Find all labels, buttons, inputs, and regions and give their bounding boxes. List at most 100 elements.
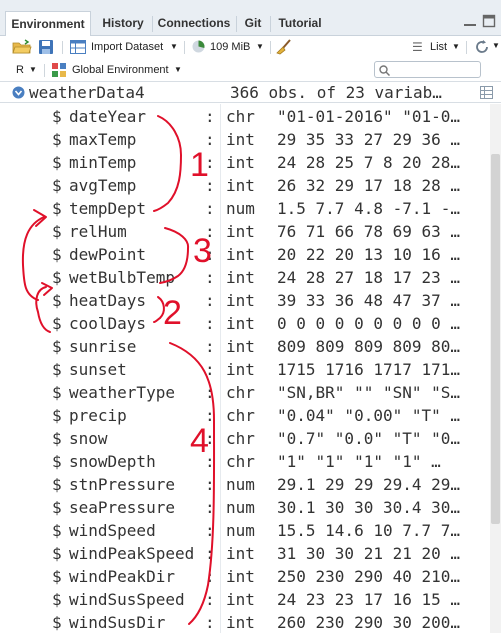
variable-row-weathertype[interactable]: $weatherType:chr"SN,BR" "" "SN" "S… — [0, 381, 490, 404]
collapse-toggle-icon[interactable] — [12, 86, 25, 99]
variable-values: 250 230 290 40 210… — [277, 567, 461, 586]
variable-name: minTemp — [69, 153, 137, 172]
search-icon — [379, 65, 390, 76]
variable-colon: : — [205, 314, 215, 333]
variable-colon: : — [205, 199, 215, 218]
variable-row-snowdepth[interactable]: $snowDepth:chr"1" "1" "1" "1" … — [0, 450, 490, 473]
variable-values: "0.7" "0.0" "T" "0… — [277, 429, 461, 448]
object-row-weatherdata4[interactable]: weatherData4 366 obs. of 23 variab… — [0, 82, 501, 103]
variable-name: precip — [69, 406, 127, 425]
variable-colon: : — [205, 360, 215, 379]
import-dataset-button[interactable]: Import Dataset ▼ — [70, 39, 180, 55]
variable-dollar-sign: $ — [52, 429, 62, 448]
variable-values: 260 230 290 30 200… — [277, 613, 461, 632]
variable-values: 20 22 20 13 10 16 … — [277, 245, 461, 264]
variable-dollar-sign: $ — [52, 314, 62, 333]
tab-environment[interactable]: Environment — [5, 11, 91, 37]
variable-type: int — [226, 337, 255, 356]
variable-values: "1" "1" "1" "1" … — [277, 452, 441, 471]
refresh-icon[interactable] — [474, 39, 490, 55]
toolbar-separator — [270, 41, 271, 54]
variable-values: 1.5 7.7 4.8 -7.1 -… — [277, 199, 461, 218]
object-summary: 366 obs. of 23 variab… — [230, 83, 442, 102]
variable-dollar-sign: $ — [52, 544, 62, 563]
language-selector[interactable]: R ▼ — [16, 62, 40, 78]
variable-colon: : — [205, 383, 215, 402]
variable-list: $dateYear:chr"01-01-2016" "01-0…$maxTemp… — [0, 104, 490, 633]
variable-values: 24 28 25 7 8 20 28… — [277, 153, 461, 172]
chevron-down-icon: ▼ — [256, 42, 264, 51]
pane-tab-bar: Environment History Connections Git Tuto… — [0, 0, 501, 37]
memory-usage-label: 109 MiB — [210, 41, 251, 53]
variable-dollar-sign: $ — [52, 268, 62, 287]
broom-icon[interactable] — [276, 39, 292, 55]
variable-colon: : — [205, 406, 215, 425]
environment-selector[interactable]: Global Environment ▼ — [52, 62, 184, 78]
variable-values: 31 30 30 21 21 20 … — [277, 544, 461, 563]
chevron-down-icon[interactable]: ▼ — [492, 41, 500, 50]
variable-name: snow — [69, 429, 108, 448]
variable-name: weatherType — [69, 383, 175, 402]
variable-colon: : — [205, 176, 215, 195]
memory-usage-button[interactable]: 109 MiB ▼ — [192, 39, 268, 55]
variable-row-dateyear[interactable]: $dateYear:chr"01-01-2016" "01-0… — [0, 105, 490, 128]
maximize-pane-icon[interactable] — [482, 14, 496, 28]
variable-name: dewPoint — [69, 245, 147, 264]
variable-colon: : — [205, 222, 215, 241]
variable-values: 29.1 29 29 29.4 29… — [277, 475, 461, 494]
variable-dollar-sign: $ — [52, 613, 62, 632]
variable-name: seaPressure — [69, 498, 175, 517]
search-box[interactable] — [374, 61, 481, 78]
list-view-button[interactable]: ☰ List ▼ — [412, 39, 460, 55]
variable-type: int — [226, 176, 255, 195]
minimize-pane-icon[interactable] — [463, 14, 477, 28]
variable-type: int — [226, 567, 255, 586]
variable-name: windSusDir — [69, 613, 166, 632]
variable-type: num — [226, 475, 255, 494]
toolbar-separator — [184, 41, 185, 54]
variable-name: wetBulbTemp — [69, 268, 175, 287]
variable-name: windPeakDir — [69, 567, 175, 586]
grid-view-icon[interactable] — [480, 86, 493, 99]
tab-tutorial[interactable]: Tutorial — [278, 16, 322, 30]
variable-name: maxTemp — [69, 130, 137, 149]
variable-type: chr — [226, 429, 255, 448]
scrollbar-thumb[interactable] — [491, 154, 500, 524]
column-divider — [220, 104, 221, 633]
tab-git[interactable]: Git — [244, 16, 262, 30]
tab-connections[interactable]: Connections — [157, 16, 231, 30]
variable-name: sunset — [69, 360, 127, 379]
tab-history[interactable]: History — [102, 16, 144, 30]
chevron-down-icon: ▼ — [174, 65, 182, 74]
variable-colon: : — [205, 429, 215, 448]
variable-dollar-sign: $ — [52, 406, 62, 425]
variable-values: 76 71 66 78 69 63 … — [277, 222, 461, 241]
search-input[interactable] — [393, 63, 477, 78]
variable-values: 1715 1716 1717 171… — [277, 360, 461, 379]
variable-name: snowDepth — [69, 452, 156, 471]
variable-row-precip[interactable]: $precip:chr"0.04" "0.00" "T" … — [0, 404, 490, 427]
open-folder-icon[interactable] — [12, 39, 32, 55]
variable-type: int — [226, 613, 255, 632]
variable-row-snow[interactable]: $ snow: chr "0.7" "0.0" "T" "0… — [0, 427, 490, 450]
environment-label: Global Environment — [72, 64, 169, 76]
save-icon[interactable] — [38, 39, 54, 55]
